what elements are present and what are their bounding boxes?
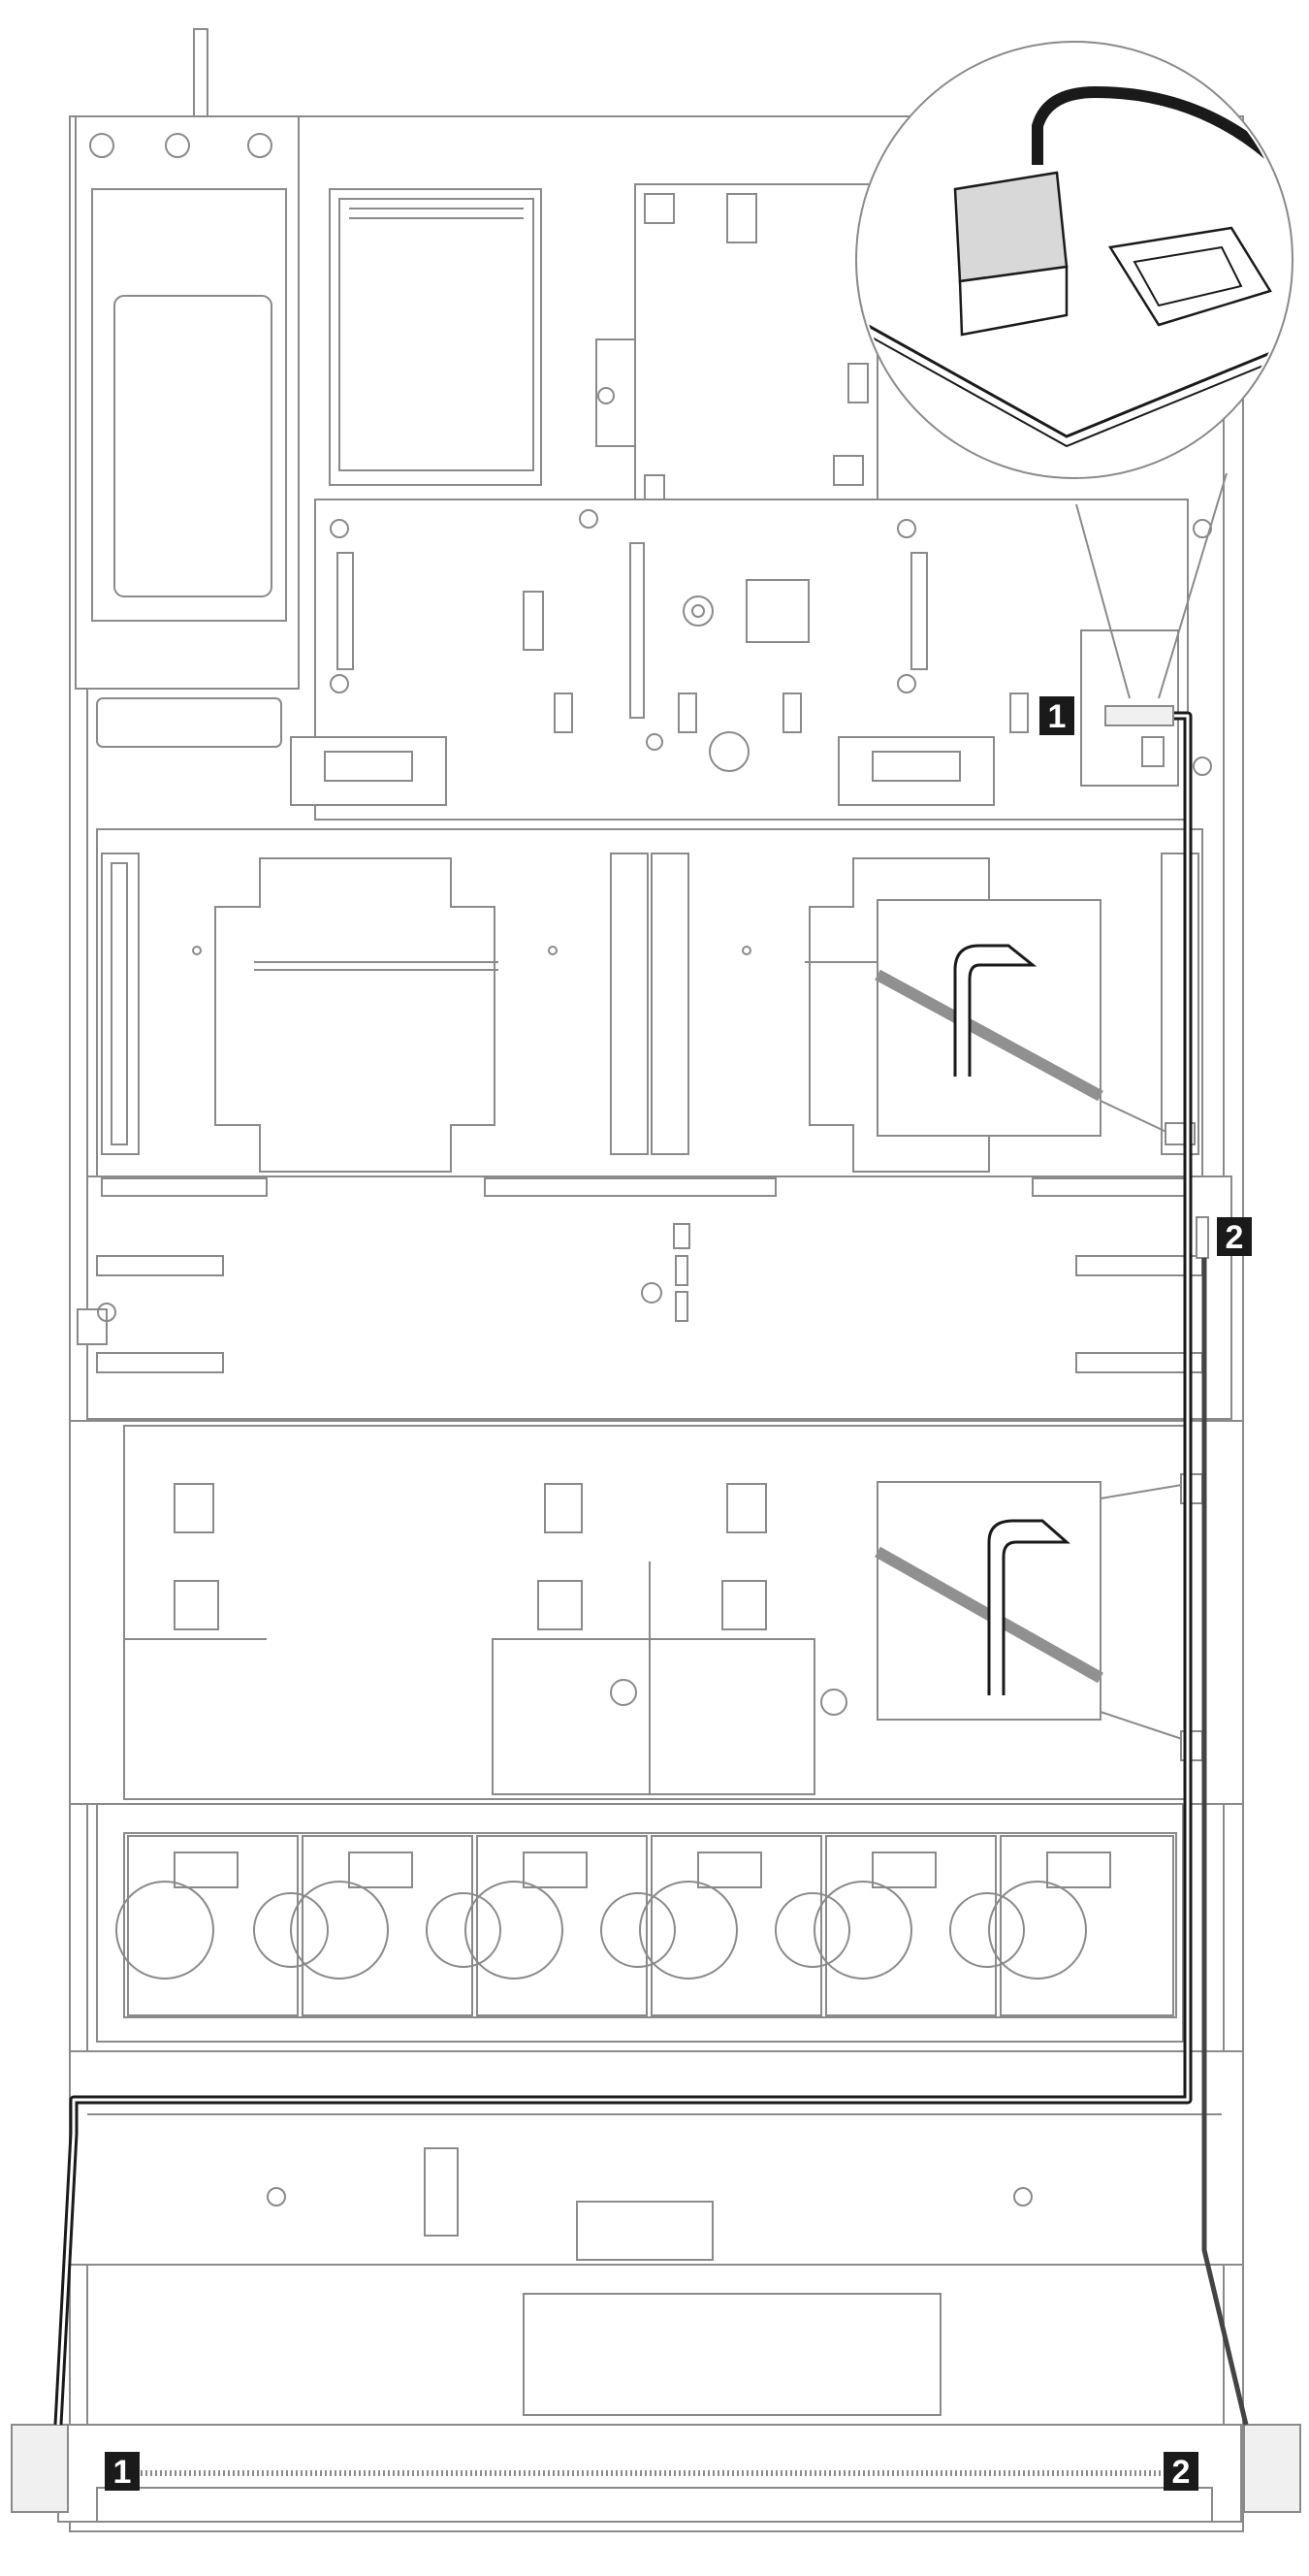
system-board <box>290 499 1212 821</box>
front-port-left <box>11 2424 69 2513</box>
fan-modules <box>96 1803 1184 2043</box>
front-bezel <box>57 2424 1242 2523</box>
drive-cage-top <box>329 188 542 486</box>
fan-module-2 <box>290 1835 501 2016</box>
svg-text:2: 2 <box>1172 2454 1191 2491</box>
io-board <box>595 183 878 500</box>
cable-clip-detail-inset-2 <box>875 1473 1203 1761</box>
connector-zoom-inset <box>855 41 1293 699</box>
callout-1-bottom: 1 <box>105 2452 140 2491</box>
svg-text:2: 2 <box>1226 1219 1244 1256</box>
front-port-right <box>1243 2424 1301 2513</box>
riser-connector-row <box>77 1175 1232 1420</box>
fan-module-6 <box>988 1835 1174 2016</box>
cable-1-route <box>53 705 1193 2426</box>
callout-1-top: 1 <box>1039 696 1074 735</box>
power-supply-bay <box>75 115 300 748</box>
svg-text:1: 1 <box>1048 698 1067 735</box>
svg-text:1: 1 <box>113 2454 132 2491</box>
cable-1-connector <box>1104 705 1174 726</box>
callout-2-bottom: 2 <box>1164 2452 1198 2491</box>
fan-module-4 <box>639 1835 850 2016</box>
fan-module-1 <box>115 1835 329 2016</box>
cable-2-route <box>1196 1216 1249 2426</box>
fan-module-3 <box>464 1835 676 2016</box>
fan-module-5 <box>814 1835 1025 2016</box>
callout-2-right: 2 <box>1217 1217 1252 1256</box>
front-backplane-area <box>69 2050 1244 2416</box>
